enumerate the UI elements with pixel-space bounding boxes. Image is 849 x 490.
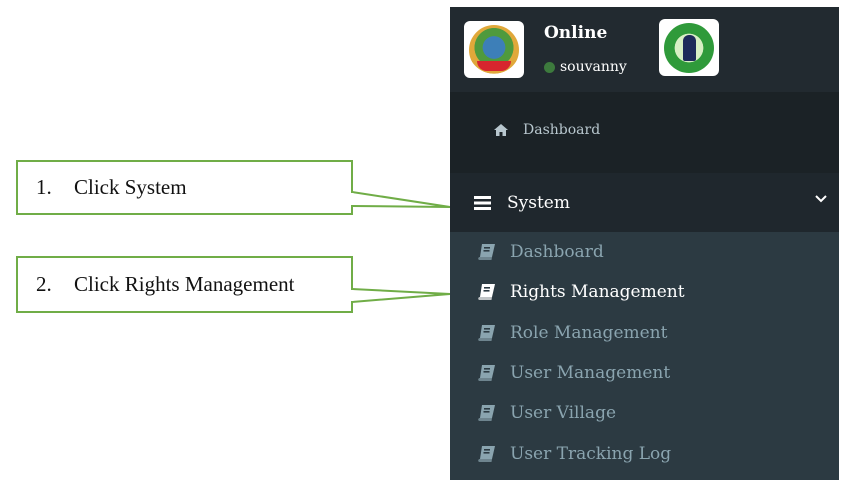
organization-green-logo: [659, 19, 719, 76]
sidebar-item-user-village[interactable]: User Village: [450, 393, 839, 433]
chevron-down-icon[interactable]: [815, 195, 827, 203]
user-panel: Online souvanny: [450, 7, 839, 92]
bars-icon: [474, 195, 491, 210]
callout-text: Click Rights Management: [74, 272, 295, 296]
sidebar-item-user-tracking-log[interactable]: User Tracking Log: [450, 433, 839, 473]
breadcrumb-dashboard-link[interactable]: Dashboard: [494, 122, 600, 138]
callout-number: 2.: [36, 272, 52, 296]
username-text: souvanny: [560, 59, 627, 75]
book-icon: [478, 244, 495, 261]
item-label: User Tracking Log: [510, 443, 672, 464]
sidebar-item-rights-management[interactable]: Rights Management: [450, 272, 839, 312]
breadcrumb-label: Dashboard: [523, 122, 601, 138]
system-submenu: Dashboard Rights Management Role Managem…: [450, 232, 839, 474]
book-icon: [478, 405, 495, 422]
item-label: Role Management: [510, 322, 668, 343]
sidebar: Online souvanny Dashboard System: [450, 7, 839, 480]
sidebar-section-system[interactable]: System: [450, 173, 839, 232]
seal-icon: [664, 22, 714, 73]
book-icon: [478, 284, 495, 301]
book-icon: [478, 365, 495, 382]
item-label: User Management: [510, 363, 671, 384]
sidebar-item-role-management[interactable]: Role Management: [450, 313, 839, 353]
emblem-icon: [469, 24, 519, 75]
breadcrumb: Dashboard: [450, 92, 839, 173]
lao-national-emblem-logo: [464, 21, 524, 78]
item-label: Rights Management: [510, 282, 685, 303]
online-status-dot-icon: [544, 61, 555, 73]
book-icon: [478, 445, 495, 462]
sidebar-item-dashboard[interactable]: Dashboard: [450, 232, 839, 272]
username: souvanny: [544, 59, 627, 75]
instruction-callout-2: 2. Click Rights Management: [16, 256, 353, 313]
item-label: Dashboard: [510, 242, 604, 263]
instruction-callout-1: 1. Click System: [16, 160, 353, 215]
callout-text: Click System: [74, 175, 187, 199]
book-icon: [478, 324, 495, 341]
callout-number: 1.: [36, 175, 52, 199]
user-status: Online: [544, 23, 608, 43]
sidebar-item-user-management[interactable]: User Management: [450, 353, 839, 393]
home-icon: [494, 124, 508, 136]
section-label: System: [507, 192, 570, 213]
item-label: User Village: [510, 403, 617, 424]
